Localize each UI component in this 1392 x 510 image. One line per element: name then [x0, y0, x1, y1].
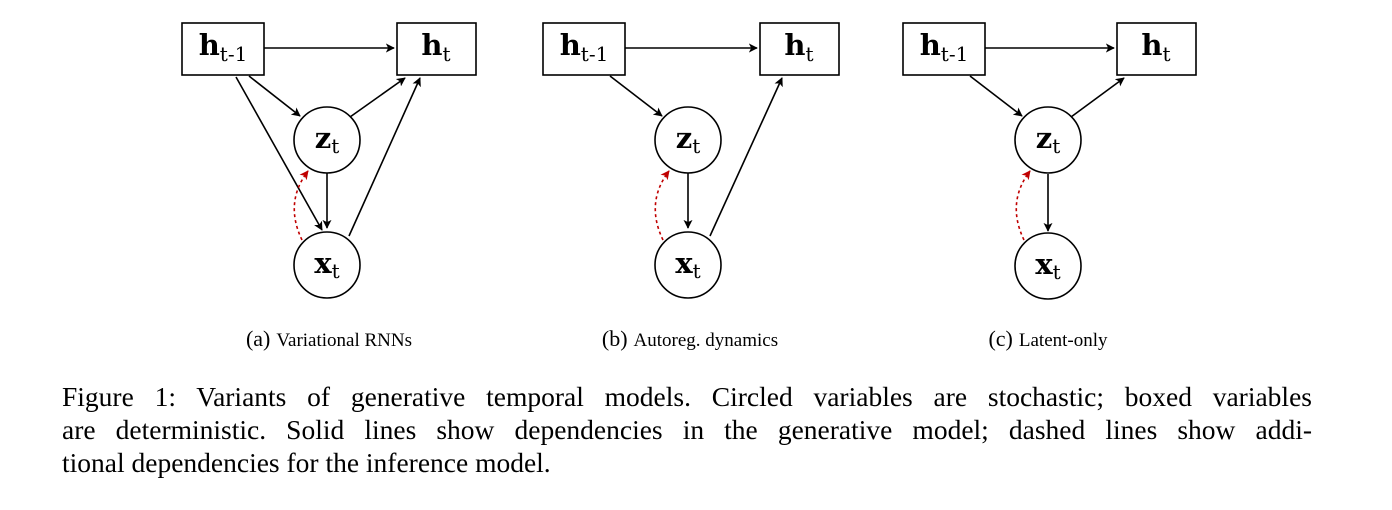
node-x-t-sub: t	[693, 259, 701, 283]
node-x-t: xt	[293, 231, 361, 299]
edge-hprev-to-zt	[969, 75, 1023, 117]
node-h-t: ht	[1116, 22, 1197, 76]
edge-xt-to-ht	[709, 77, 783, 237]
node-h-t: ht	[759, 22, 840, 76]
node-h-t: ht	[396, 22, 477, 76]
subcaption-a: (a) Variational RNNs	[246, 326, 412, 351]
caption-line-3: tional dependencies for the inference mo…	[62, 447, 551, 478]
node-h-t-base: h	[784, 28, 805, 62]
node-x-t: xt	[654, 231, 722, 299]
node-h-t-sub: t	[806, 42, 814, 66]
node-z-t-base: z	[1036, 121, 1052, 155]
subcaption-c-title: Latent-only	[1019, 330, 1108, 351]
svg-text:ht-1: ht-1	[560, 28, 609, 66]
caption-line-2: are deterministic. Solid lines show depe…	[62, 414, 1312, 445]
subcaption-b-letter: (b)	[602, 326, 628, 351]
node-h-t-sub: t	[443, 42, 451, 66]
node-h-t-base: h	[421, 28, 442, 62]
edge-hprev-to-zt	[609, 75, 663, 117]
svg-text:xt: xt	[1035, 247, 1060, 284]
node-h-prev-base: h	[199, 28, 220, 62]
edge-xt-to-ht	[348, 77, 421, 237]
svg-text:ht-1: ht-1	[920, 28, 969, 66]
panel-c: ht-1 ht zt xt (c)Latent-only	[902, 22, 1197, 351]
node-h-prev-sub: t-1	[581, 42, 609, 66]
edge-xt-to-zt-inference	[1015, 170, 1031, 241]
node-x-t-sub: t	[332, 259, 340, 283]
svg-text:zt: zt	[315, 121, 340, 158]
node-h-prev-base: h	[920, 28, 941, 62]
node-h-prev: ht-1	[542, 22, 626, 76]
subcaption-b-title: Autoreg. dynamics	[634, 330, 779, 351]
subcaption-a-title: Variational RNNs	[276, 330, 412, 351]
edge-hprev-to-zt	[248, 75, 301, 117]
edge-xt-to-zt-inference	[293, 170, 309, 241]
node-h-t-base: h	[1141, 28, 1162, 62]
node-h-prev-base: h	[560, 28, 581, 62]
subcaption-a-letter: (a)	[246, 326, 270, 351]
svg-text:ht: ht	[1141, 28, 1170, 66]
node-z-t: zt	[293, 106, 361, 174]
node-z-t-sub: t	[1052, 134, 1060, 158]
svg-text:xt: xt	[675, 246, 700, 283]
node-x-t-base: x	[314, 246, 332, 280]
figure-1-diagrams: ht-1 ht zt xt (a)Variational RNNs	[181, 22, 1197, 351]
node-z-t-sub: t	[692, 134, 700, 158]
node-h-prev: ht-1	[181, 22, 265, 76]
edge-xt-to-zt-inference	[654, 170, 670, 241]
subcaption-c: (c) Latent-only	[988, 326, 1108, 351]
svg-text:ht: ht	[784, 28, 813, 66]
node-z-t-sub: t	[331, 134, 339, 158]
node-z-t-base: z	[315, 121, 331, 155]
node-x-t: xt	[1014, 232, 1082, 300]
svg-text:zt: zt	[1036, 121, 1061, 158]
svg-text:xt: xt	[314, 246, 339, 283]
node-z-t: zt	[1014, 106, 1082, 174]
node-x-t-sub: t	[1053, 260, 1061, 284]
panel-a: ht-1 ht zt xt (a)Variational RNNs	[181, 22, 477, 351]
svg-text:ht-1: ht-1	[199, 28, 248, 66]
svg-text:zt: zt	[676, 121, 701, 158]
node-z-t-base: z	[676, 121, 692, 155]
svg-text:ht: ht	[421, 28, 450, 66]
caption-line-1: Figure 1: Variants of generative tempora…	[62, 381, 1312, 412]
figure-caption: Figure 1: Variants of generative tempora…	[62, 380, 1312, 479]
node-x-t-base: x	[1035, 247, 1053, 281]
node-h-prev-sub: t-1	[941, 42, 969, 66]
node-h-prev-sub: t-1	[220, 42, 248, 66]
node-z-t: zt	[654, 106, 722, 174]
panel-b: ht-1 ht zt xt (b)Autoreg. dynamics	[542, 22, 840, 351]
edge-hprev-to-xt	[235, 76, 323, 231]
edge-zt-to-ht	[1070, 77, 1125, 118]
subcaption-c-letter: (c)	[988, 326, 1012, 351]
subcaption-b: (b) Autoreg. dynamics	[602, 326, 778, 351]
node-x-t-base: x	[675, 246, 693, 280]
node-h-t-sub: t	[1163, 42, 1171, 66]
edge-zt-to-ht	[349, 77, 406, 118]
node-h-prev: ht-1	[902, 22, 986, 76]
